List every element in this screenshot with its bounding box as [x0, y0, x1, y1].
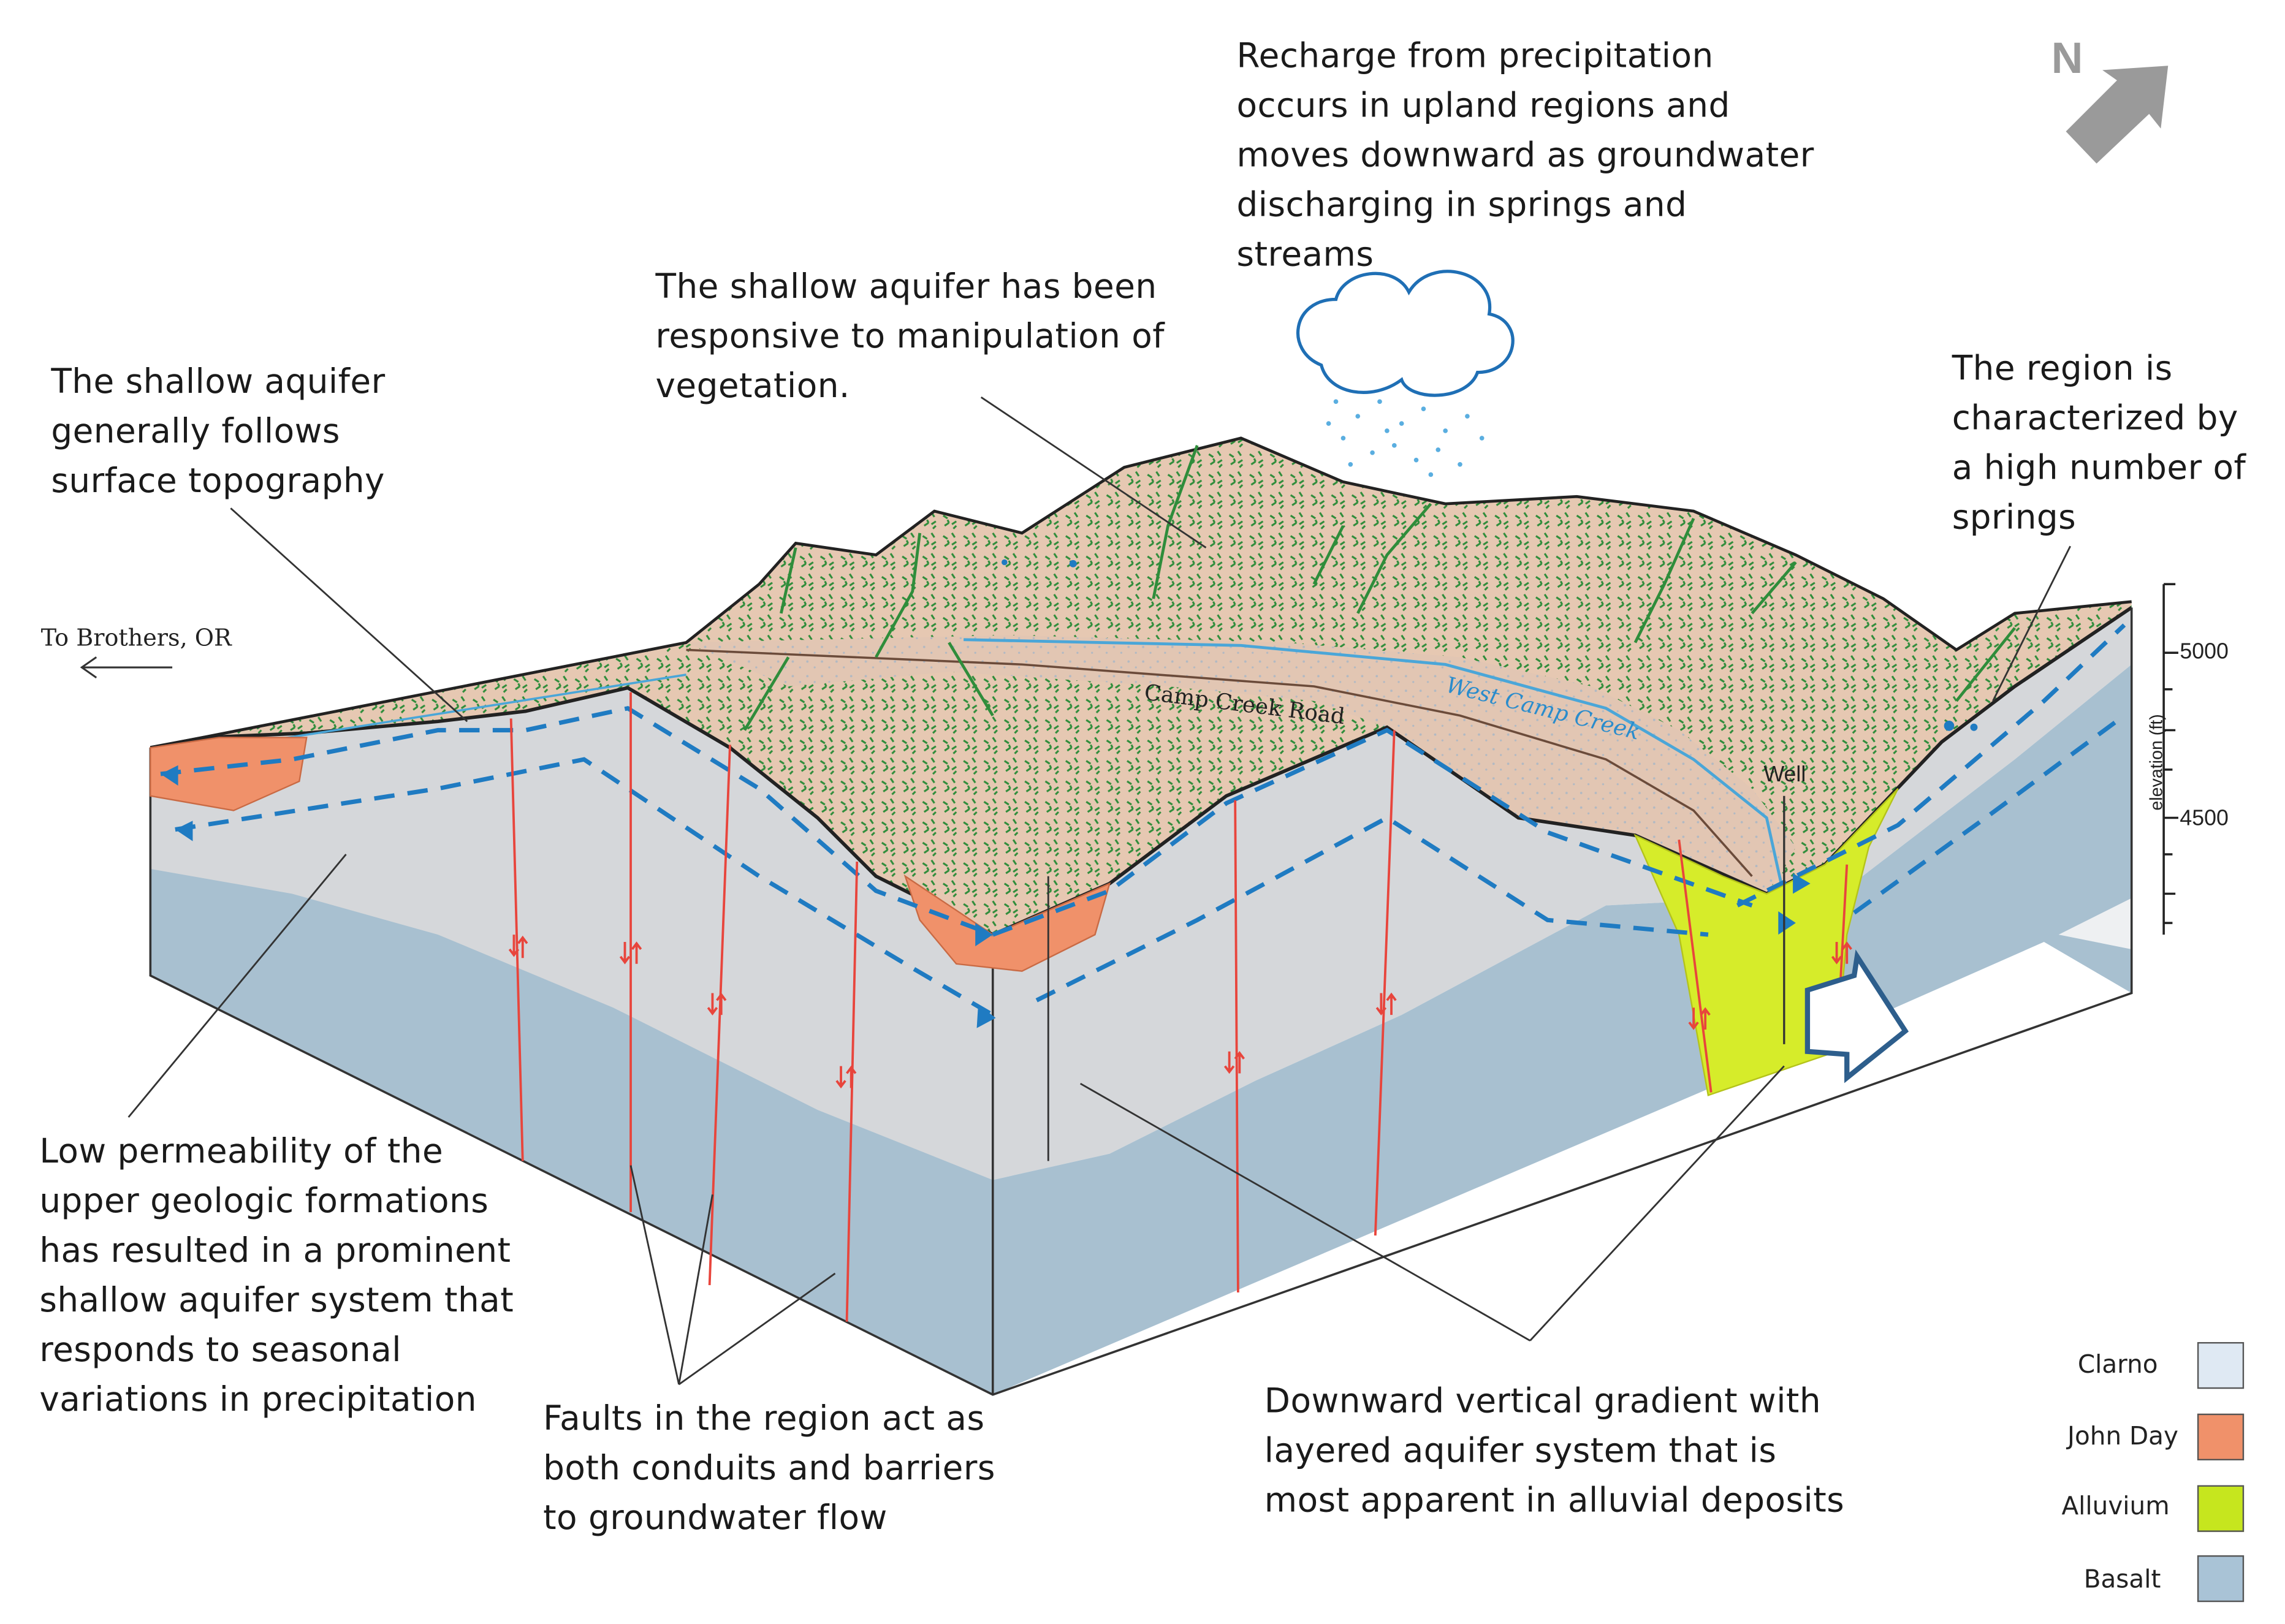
permeability-annotation: Low permeability of the upper geologic f… [39, 1128, 514, 1425]
legend-label-john-day: John Day [2018, 1422, 2178, 1452]
legend-swatch-alluvium [2197, 1486, 2244, 1532]
legend-label-alluvium: Alluvium [2009, 1492, 2170, 1522]
recharge-annotation: Recharge from precipitation occurs in up… [1237, 32, 1814, 280]
rain-icon [1326, 400, 1485, 477]
faults-annotation: Faults in the region act as both conduit… [543, 1395, 995, 1544]
elevation-axis-label: elevation (ft) [2146, 697, 2167, 828]
springs-annotation: The region is characterized by a high nu… [1952, 344, 2246, 543]
cloud-icon [1298, 271, 1513, 395]
gradient-annotation: Downward vertical gradient with layered … [1264, 1377, 1844, 1526]
legend-label-clarno: Clarno [1998, 1351, 2158, 1380]
brothers-label: To Brothers, OR [41, 624, 232, 651]
elevation-tick-4500: 4500 [2180, 806, 2228, 831]
vegetation-annotation: The shallow aquifer has been responsive … [656, 263, 1165, 412]
brothers-arrow [82, 657, 172, 677]
legend-label-basalt: Basalt [2000, 1566, 2161, 1595]
legend-swatch-clarno [2197, 1342, 2244, 1389]
north-label: N [2051, 35, 2083, 85]
elevation-tick-5000: 5000 [2180, 640, 2228, 665]
legend-swatch-john-day [2197, 1414, 2244, 1460]
topography-annotation: The shallow aquifer generally follows su… [51, 358, 385, 507]
legend-swatch-basalt [2197, 1555, 2244, 1602]
well-label: Well [1763, 762, 1806, 787]
